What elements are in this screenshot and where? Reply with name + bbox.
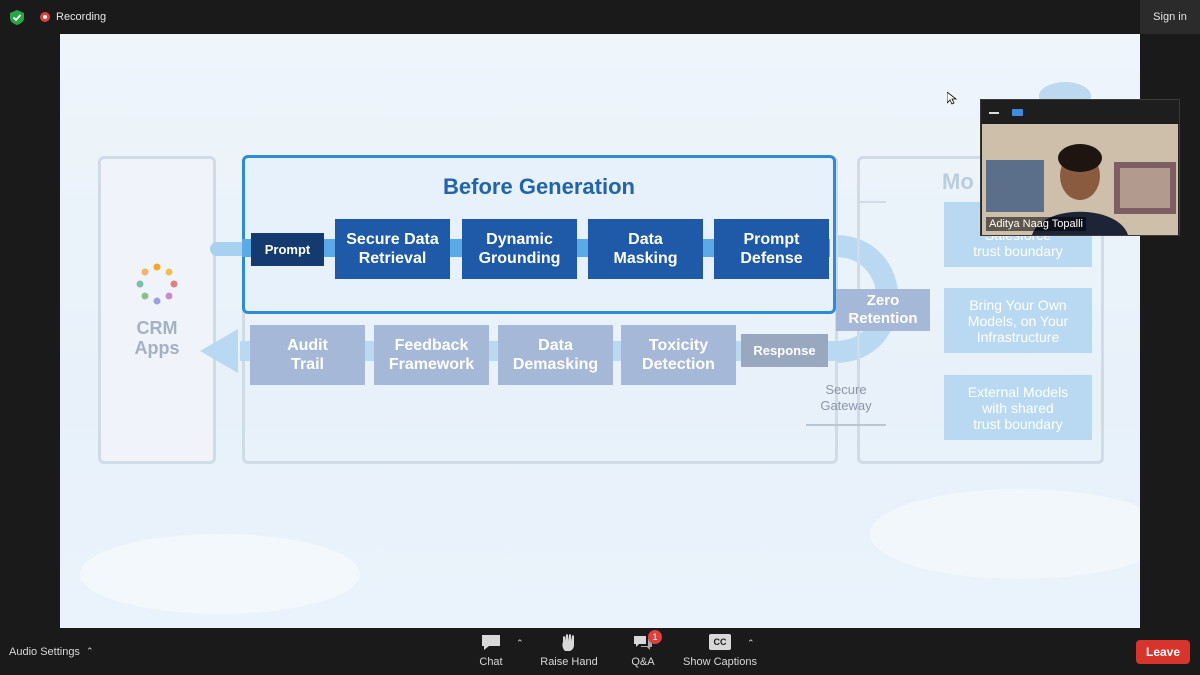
raise-hand-icon — [558, 634, 580, 652]
mouse-cursor-icon — [947, 92, 957, 105]
recording-label[interactable]: Recording — [56, 11, 107, 23]
secure-gateway-label: Secure Gateway — [820, 382, 872, 413]
return-arrow-icon — [200, 329, 238, 373]
participant-video-feed: Aditya Naag Topalli — [982, 124, 1178, 235]
crm-apps-panel — [98, 156, 216, 464]
chat-caret-icon[interactable]: ⌃ — [516, 638, 524, 648]
qa-label: Q&A — [631, 656, 655, 668]
shared-screen: CRM Apps Before Generation Prompt Secure… — [60, 34, 1140, 628]
recording-icon[interactable] — [40, 12, 50, 22]
crm-apps-logo-icon — [136, 263, 178, 305]
input-pipe — [210, 242, 244, 256]
chat-button[interactable]: Chat — [475, 634, 507, 668]
step-data-masking: Data Masking — [588, 219, 703, 279]
video-feed-scene — [982, 124, 1178, 235]
meeting-toolbar: Audio Settings ⌃ Chat ⌃ Raise Hand 1 Q&A… — [0, 628, 1200, 675]
zero-retention-box: Zero Retention — [836, 289, 930, 331]
before-generation-title: Before Generation — [443, 174, 635, 199]
step-response: Response — [741, 334, 828, 367]
sign-in-button[interactable]: Sign in — [1140, 0, 1200, 34]
model-box-external: External Models with shared trust bounda… — [944, 375, 1092, 440]
video-tile-header — [981, 100, 1179, 124]
qa-icon: 1 — [632, 630, 662, 652]
raise-hand-button[interactable]: Raise Hand — [540, 634, 598, 668]
crm-apps-label: CRM Apps — [134, 318, 180, 358]
chat-icon — [480, 634, 502, 652]
captions-caret-icon[interactable]: ⌃ — [747, 638, 755, 648]
raise-hand-label: Raise Hand — [540, 656, 598, 668]
show-captions-label: Show Captions — [683, 656, 757, 668]
show-captions-button[interactable]: CC Show Captions — [683, 634, 757, 668]
participant-name-label: Aditya Naag Topalli — [986, 217, 1086, 231]
audio-settings-caret-icon[interactable]: ⌃ — [86, 646, 94, 656]
qa-badge: 1 — [648, 630, 662, 644]
participant-video-tile[interactable]: Aditya Naag Topalli — [980, 99, 1180, 236]
step-secure-data-retrieval: Secure Data Retrieval — [335, 219, 450, 279]
leave-button[interactable]: Leave — [1136, 640, 1190, 664]
qa-button[interactable]: 1 Q&A — [628, 630, 662, 668]
models-title: Mo — [942, 169, 974, 194]
step-audit-trail: Audit Trail — [250, 325, 365, 385]
switch-view-icon[interactable] — [1012, 109, 1023, 116]
step-feedback-framework: Feedback Framework — [374, 325, 489, 385]
audio-settings-button[interactable]: Audio Settings — [9, 646, 80, 658]
step-prompt-defense: Prompt Defense — [714, 219, 829, 279]
step-dynamic-grounding: Dynamic Grounding — [462, 219, 577, 279]
step-data-demasking: Data Demasking — [498, 325, 613, 385]
chat-label: Chat — [479, 656, 503, 668]
minimize-icon[interactable] — [989, 112, 999, 114]
model-box-byom: Bring Your Own Models, on Your Infrastru… — [944, 288, 1092, 353]
step-toxicity-detection: Toxicity Detection — [621, 325, 736, 385]
top-bar: Recording Sign in — [0, 0, 1200, 34]
closed-captions-icon: CC — [709, 634, 731, 650]
step-prompt: Prompt — [251, 233, 324, 266]
shield-check-icon[interactable] — [10, 10, 24, 25]
gateway-divider — [806, 424, 886, 426]
